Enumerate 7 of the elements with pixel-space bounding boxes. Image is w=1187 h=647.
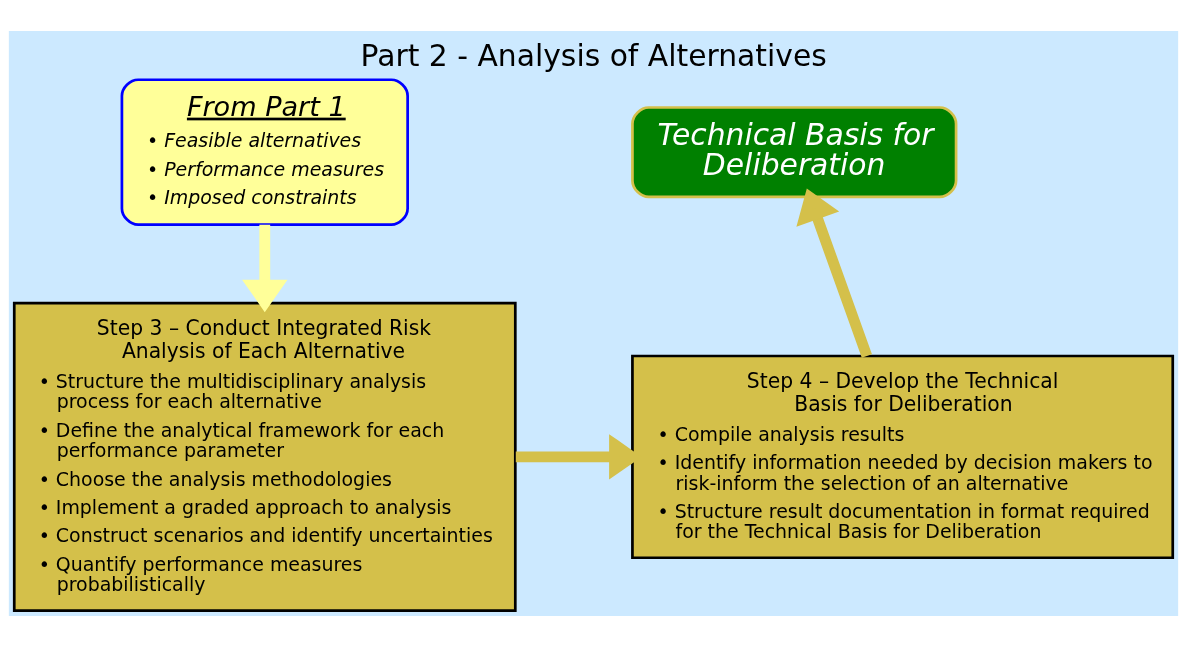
node-box: Technical Basis for Deliberation xyxy=(631,106,958,199)
arrow xyxy=(796,188,872,358)
node-box: Step 4 – Develop the Technical Basis for Deliberation • Compile analysis results • Identify information needed by decision makers to risk-inform the selection of an alternative • Structure result documentation in format required for the Technical Basis for Deliberation xyxy=(631,354,1175,560)
node-box: From Part 1 • Feasible alternatives • Performance measures • Imposed constraints xyxy=(120,78,409,226)
arrow xyxy=(242,224,288,313)
node-box: Step 3 – Conduct Integrated Risk Analysis of Each Alternative • Structure the multidisciplinary analysis process for each alternative • Define the analytical framework for each performance parameter • Choose the analysis methodologies • Implement a graded approach to analysis • Construct scenarios and identify uncertainties • Quantify performance measures probabilistically xyxy=(12,301,517,612)
diagram-title: Part 2 - Analysis of Alternatives xyxy=(360,37,827,73)
